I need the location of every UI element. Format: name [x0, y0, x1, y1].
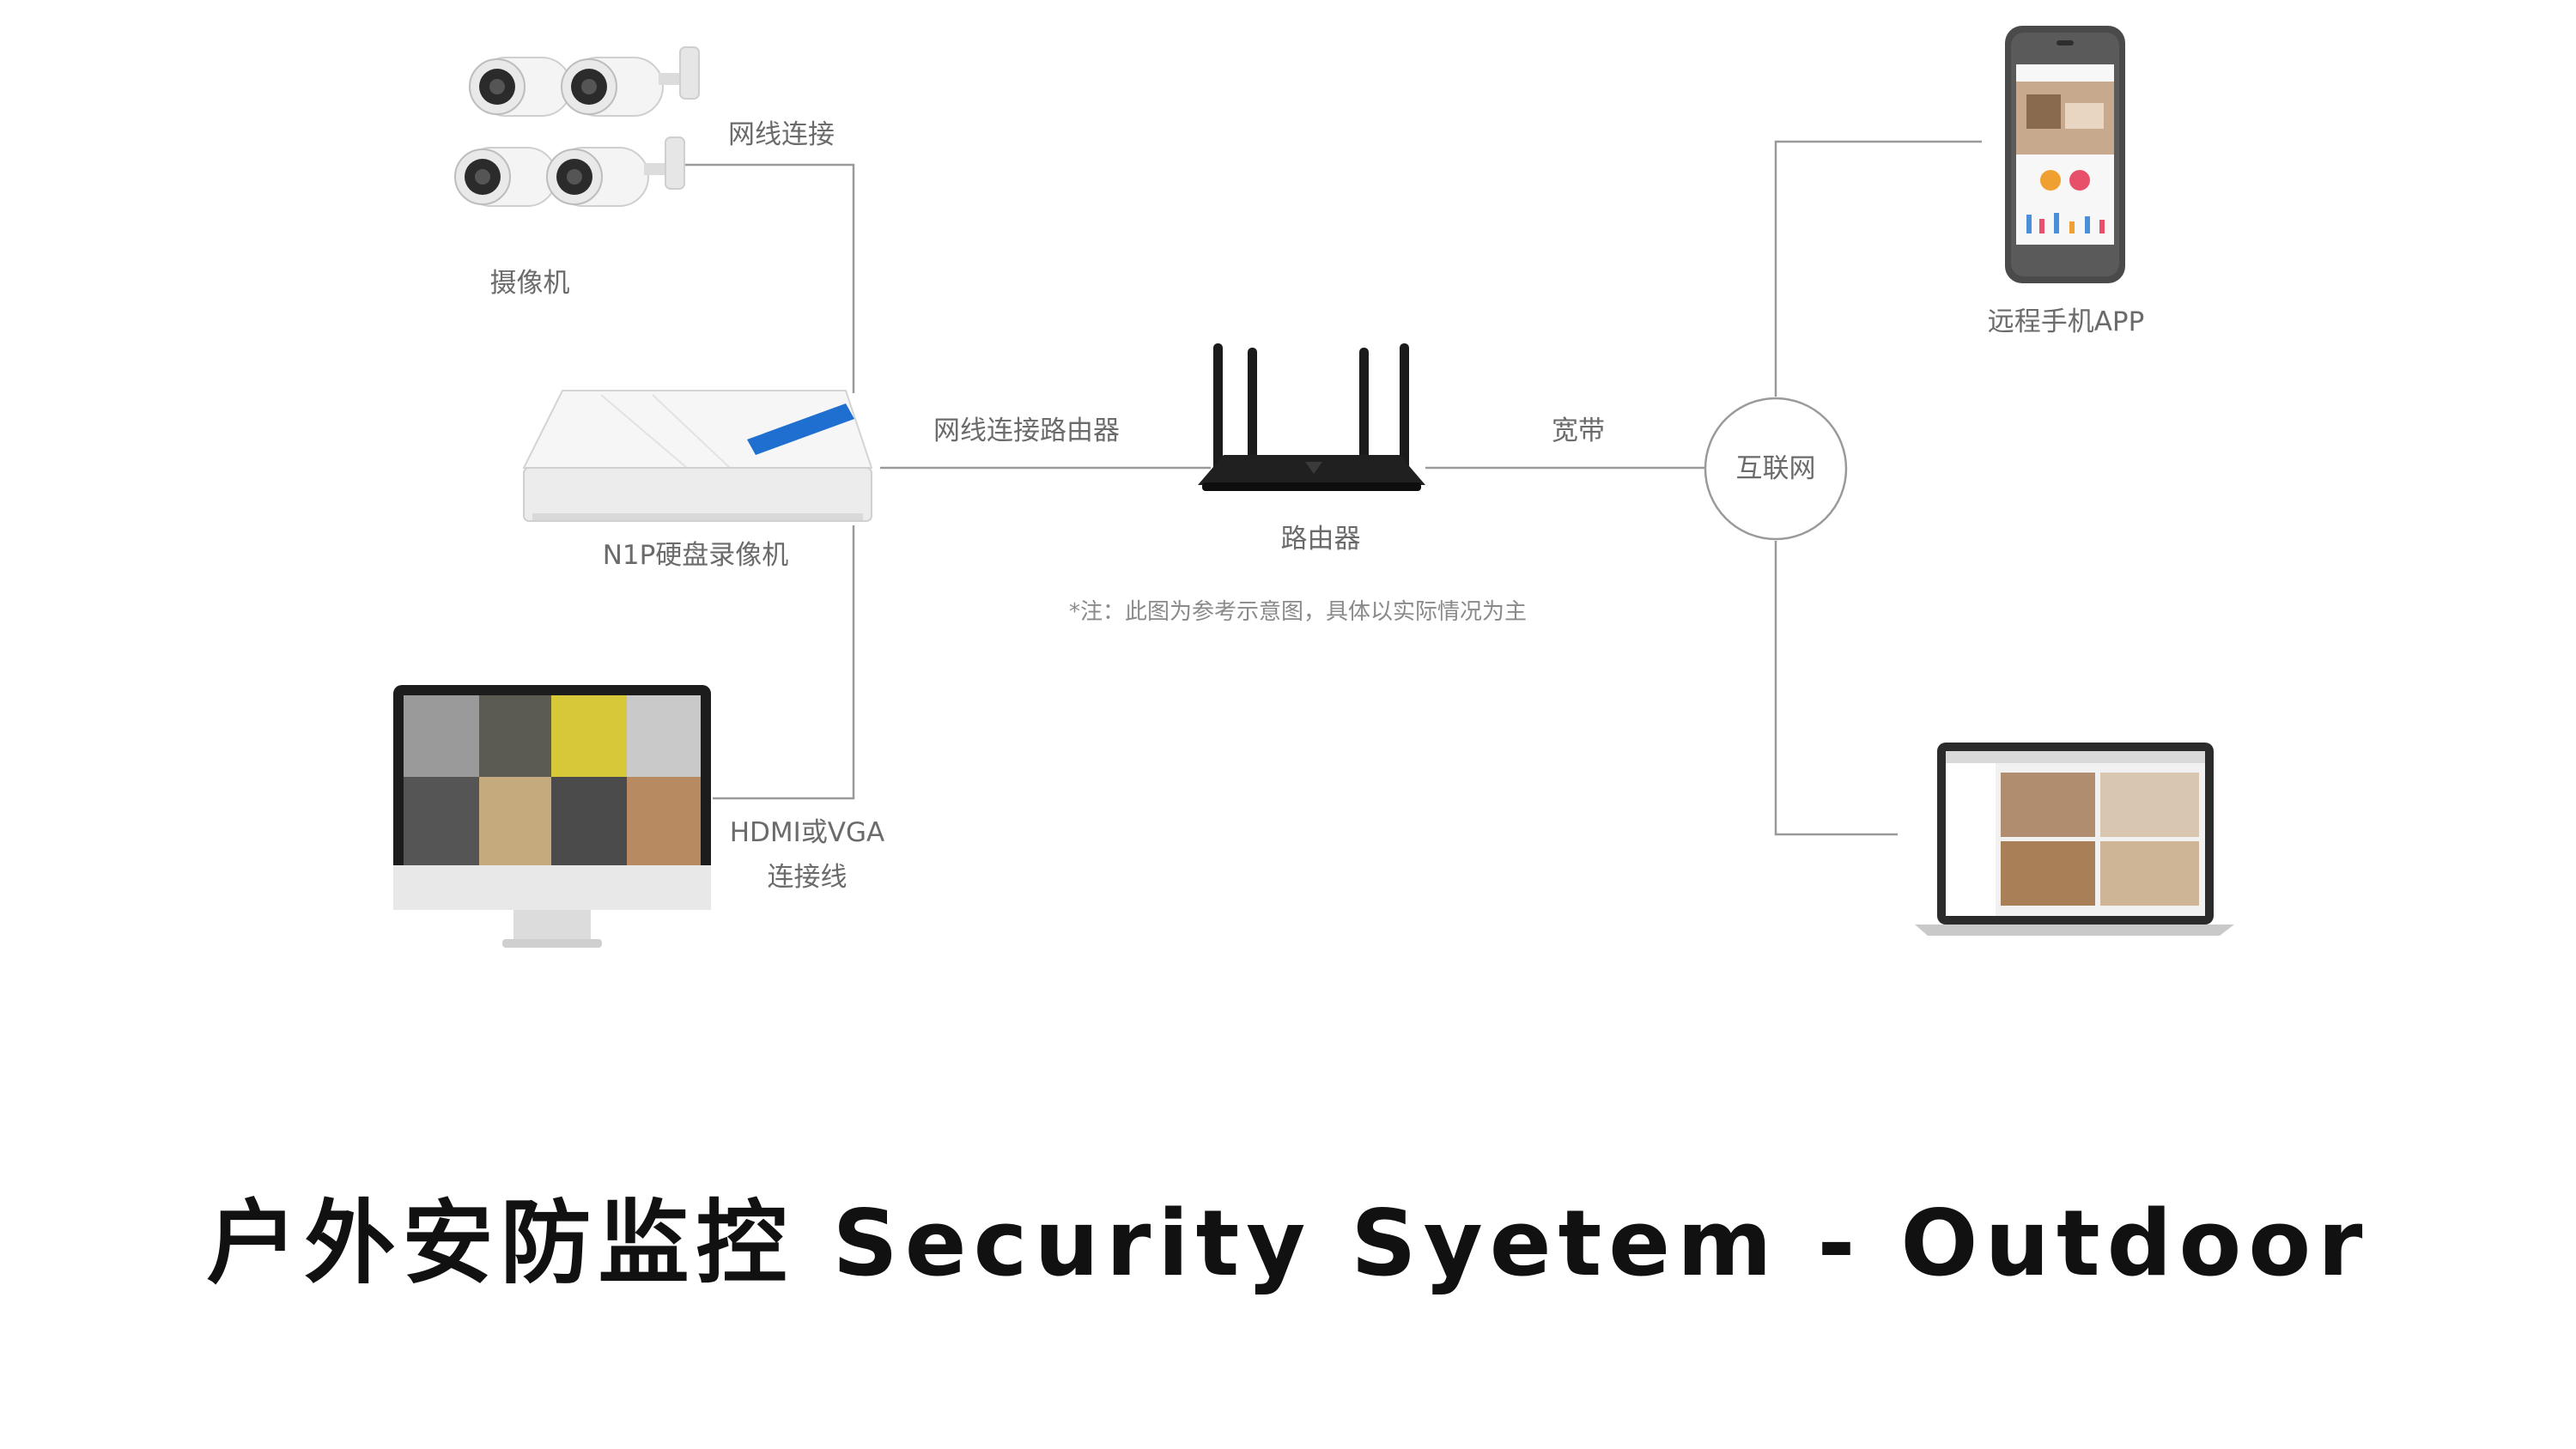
page-title: 户外安防监控 Security Syetem - Outdoor [206, 1191, 2370, 1296]
internet-to-phone-line [1774, 140, 1982, 397]
cable-connection-label: 网线连接 [728, 119, 835, 150]
nvr-to-monitor-line [713, 525, 855, 800]
diagram-note: *注：此图为参考示意图，具体以实际情况为主 [1069, 599, 1528, 625]
nvr-icon [522, 390, 873, 522]
router-icon [1198, 343, 1425, 491]
internet-icon [1704, 397, 1848, 541]
internet-label: 互联网 [1735, 453, 1816, 484]
laptop-icon [1915, 743, 2234, 936]
broadband-label: 宽带 [1552, 415, 1605, 446]
hdmi-vga-label-line1: HDMI或VGA [729, 817, 885, 848]
smartphone-icon [2005, 26, 2125, 283]
hdmi-vga-label-line2: 连接线 [767, 862, 848, 893]
connection-lines [661, 140, 1982, 836]
camera-icon [454, 46, 700, 207]
router-label: 路由器 [1280, 524, 1361, 555]
monitor-icon [393, 685, 711, 948]
cameras-label: 摄像机 [489, 268, 570, 299]
camera-to-nvr-line [661, 163, 855, 393]
nvr-label: N1P硬盘录像机 [602, 540, 789, 571]
internet-to-laptop-line [1774, 541, 1898, 836]
cable-to-router-label: 网线连接路由器 [933, 415, 1120, 446]
mobile-app-label: 远程手机APP [1987, 306, 2145, 337]
